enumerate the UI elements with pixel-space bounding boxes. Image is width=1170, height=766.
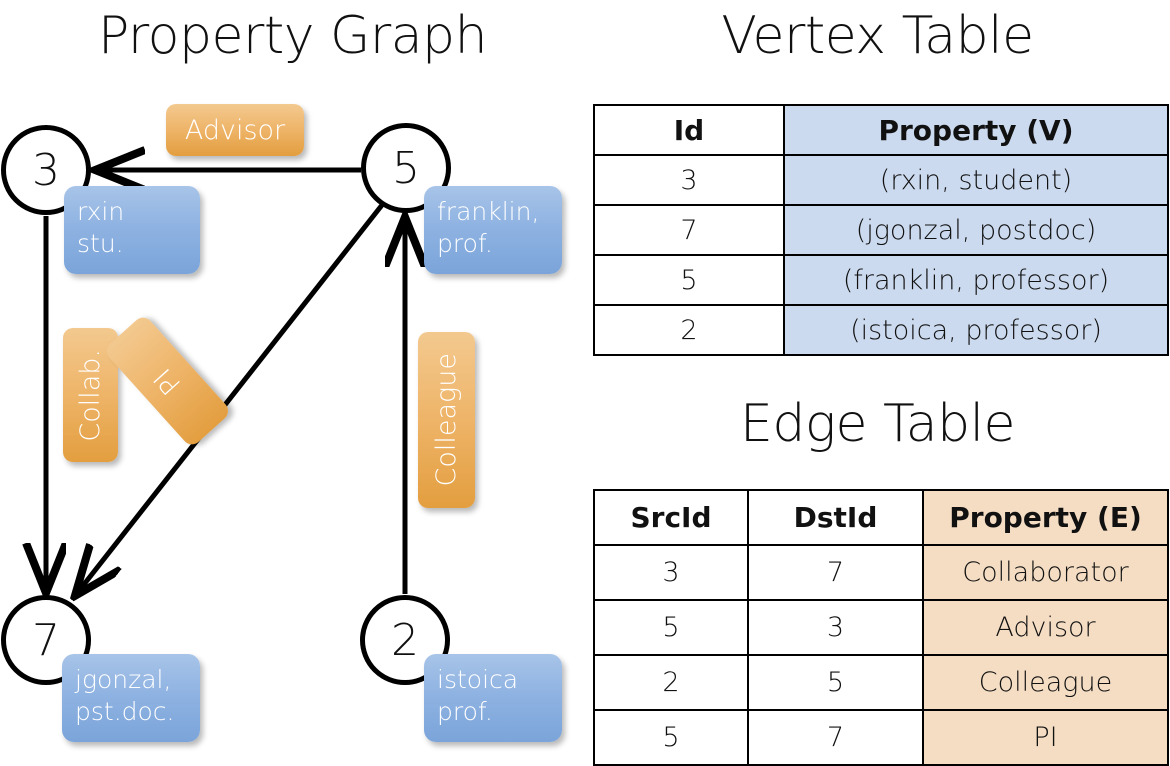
- cell-id: 3: [593, 154, 785, 206]
- page-title-edge-table: Edge Table: [739, 394, 1016, 454]
- table-row: 7 (jgonzal, postdoc): [593, 204, 1169, 256]
- cell-property: Colleague: [922, 654, 1169, 711]
- column-header-dstid: DstId: [747, 489, 924, 546]
- cell-dstid: 5: [747, 654, 924, 711]
- cell-srcid: 5: [593, 709, 749, 766]
- cell-srcid: 5: [593, 599, 749, 656]
- vertex-property-chip-5: franklin, prof.: [424, 186, 562, 274]
- cell-id: 2: [593, 304, 785, 356]
- cell-srcid: 3: [593, 544, 749, 601]
- edge-arrow-5-to-7: [78, 203, 384, 592]
- edge-label-colleague: Colleague: [418, 332, 475, 508]
- edge-table: SrcId DstId Property (E) 3 7 Collaborato…: [593, 489, 1169, 766]
- vertex-property-chip-3: rxin stu.: [64, 186, 200, 274]
- chip-line-1: franklin,: [437, 197, 540, 226]
- chip-line-2: prof.: [437, 697, 493, 726]
- table-row: 2 5 Colleague: [593, 654, 1169, 711]
- cell-property: (rxin, student): [783, 154, 1169, 206]
- table-header-row: SrcId DstId Property (E): [593, 489, 1169, 546]
- cell-property: PI: [922, 709, 1169, 766]
- chip-line-1: istoica: [437, 665, 519, 694]
- table-row: 3 (rxin, student): [593, 154, 1169, 206]
- cell-srcid: 2: [593, 654, 749, 711]
- column-header-property-v: Property (V): [783, 104, 1169, 156]
- table-row: 5 (franklin, professor): [593, 254, 1169, 306]
- table-row: 5 3 Advisor: [593, 599, 1169, 656]
- chip-line-2: pst.doc.: [75, 697, 175, 726]
- chip-line-1: rxin: [77, 197, 125, 226]
- column-header-id: Id: [593, 104, 785, 156]
- chip-line-2: stu.: [77, 229, 124, 258]
- edge-label-text: Colleague: [431, 353, 462, 487]
- edge-label-advisor: Advisor: [166, 104, 304, 156]
- table-row: 3 7 Collaborator: [593, 544, 1169, 601]
- cell-property: Collaborator: [922, 544, 1169, 601]
- table-row: 2 (istoica, professor): [593, 304, 1169, 356]
- chip-line-1: jgonzal,: [75, 665, 172, 694]
- vertex-table: Id Property (V) 3 (rxin, student) 7 (jgo…: [593, 104, 1169, 356]
- cell-dstid: 3: [747, 599, 924, 656]
- chip-line-2: prof.: [437, 229, 493, 258]
- table-row: 5 7 PI: [593, 709, 1169, 766]
- graph-node-2[interactable]: 2: [360, 595, 450, 685]
- cell-dstid: 7: [747, 709, 924, 766]
- graph-node-5[interactable]: 5: [361, 123, 451, 213]
- vertex-property-chip-2: istoica prof.: [424, 654, 562, 742]
- edge-label-text: Advisor: [184, 114, 286, 146]
- edge-label-text: PI: [147, 361, 188, 401]
- vertex-property-chip-7: jgonzal, pst.doc.: [62, 654, 200, 742]
- cell-dstid: 7: [747, 544, 924, 601]
- page-title-vertex-table: Vertex Table: [721, 6, 1034, 66]
- column-header-srcid: SrcId: [593, 489, 749, 546]
- cell-property: (istoica, professor): [783, 304, 1169, 356]
- edge-label-text: Collab.: [75, 348, 106, 442]
- cell-property: (jgonzal, postdoc): [783, 204, 1169, 256]
- cell-property: (franklin, professor): [783, 254, 1169, 306]
- column-header-property-e: Property (E): [922, 489, 1169, 546]
- cell-property: Advisor: [922, 599, 1169, 656]
- page-title-property-graph: Property Graph: [97, 6, 488, 66]
- graph-edges-canvas: [0, 0, 585, 760]
- cell-id: 7: [593, 204, 785, 256]
- cell-id: 5: [593, 254, 785, 306]
- table-header-row: Id Property (V): [593, 104, 1169, 156]
